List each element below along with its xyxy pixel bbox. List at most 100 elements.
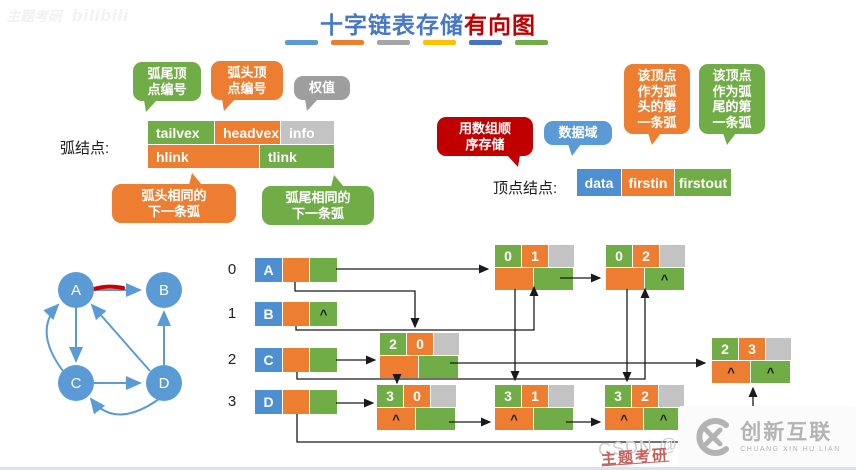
arc-hlink: ^	[712, 361, 750, 383]
vertex-firstin-cell	[283, 258, 309, 282]
arc-info	[431, 385, 456, 407]
arc-info	[549, 385, 574, 407]
vertex-row-A: A	[255, 258, 337, 282]
field-firstout: firstout	[675, 169, 731, 196]
vertex-firstin-cell	[283, 348, 309, 372]
arc-tlink: ^	[751, 361, 790, 383]
legend-bar	[377, 40, 410, 45]
arc-info	[549, 245, 574, 267]
title-main: 十字链表存储	[320, 12, 464, 38]
arc-headvex: 0	[407, 333, 433, 355]
chuangxin-logo-text: 创新互联 CHUANG XIN HU LIAN	[740, 422, 841, 453]
arc-info	[660, 245, 685, 267]
row-index: 2	[227, 351, 237, 368]
vertex-firstin-cell	[283, 390, 309, 414]
vertex-row-C: C	[255, 348, 337, 372]
arc-node-label: 弧结点:	[60, 140, 110, 157]
callout-same-head-next-arc: 弧头相同的 下一条弧	[112, 172, 236, 224]
arc-tailvex: 2	[380, 333, 406, 355]
arc-tlink	[534, 408, 573, 430]
player-progress-line	[0, 467, 856, 470]
edge-C-A	[43, 303, 64, 372]
vertex-node-label: 顶点结点:	[493, 180, 558, 197]
field-hlink: hlink	[148, 145, 259, 168]
arc-hlink: ^	[605, 408, 643, 430]
arrow-C-firstin	[296, 287, 650, 380]
logo-subtitle: CHUANG XIN HU LIAN	[740, 445, 841, 453]
legend-bar	[423, 40, 456, 45]
arc-tailvex: 3	[495, 385, 521, 407]
page-title: 十字链表存储有向图	[0, 6, 856, 40]
row-index: 0	[227, 261, 237, 278]
arc-node-bottom-row: hlink tlink	[148, 145, 334, 168]
watermark-top-left: 主题考研 bilibili	[6, 6, 129, 26]
vertex-data-cell: C	[255, 348, 282, 372]
arc-tailvex: 0	[495, 245, 521, 267]
arc-headvex: 2	[632, 385, 658, 407]
arc-headvex: 3	[739, 338, 765, 360]
arc-info	[434, 333, 459, 355]
vertex-row-D: D	[255, 390, 337, 414]
arc-tailvex: 2	[712, 338, 738, 360]
graph-node-B	[146, 272, 182, 308]
watermark-author-text: 主题考研	[6, 8, 62, 24]
arc-info	[766, 338, 791, 360]
callout-same-tail-next-arc: 弧尾相同的 下一条弧	[262, 174, 374, 226]
graph-edges	[43, 283, 171, 416]
row-index: 1	[227, 305, 237, 322]
graph-node-label: C	[71, 375, 82, 392]
logo-name: 创新互联	[740, 420, 833, 444]
author-watermark: 主题考研	[600, 446, 670, 469]
chuangxin-logo: 创新互联 CHUANG XIN HU LIAN	[678, 406, 856, 468]
legend-bar	[285, 40, 318, 45]
arc-headvex: 2	[633, 245, 659, 267]
arc-hlink: ^	[495, 408, 533, 430]
bilibili-logo: bilibili	[72, 6, 130, 25]
callout-tail-vertex-number: 弧尾顶 点编号	[133, 62, 201, 113]
arc-info	[659, 385, 684, 407]
field-info: info	[281, 121, 334, 144]
edge-D-A	[90, 303, 151, 372]
arc-hlink: ^	[377, 408, 415, 430]
arc-node-top-row: tailvex headvex info	[148, 121, 334, 144]
arc-hlink	[380, 356, 418, 378]
graph-node-label: A	[71, 282, 81, 299]
legend-bar	[331, 40, 364, 45]
arc-tlink	[534, 268, 573, 290]
arc-tlink: ^	[645, 268, 684, 290]
arc-headvex: 1	[522, 245, 548, 267]
arc-headvex: 1	[522, 385, 548, 407]
graph-node-label: D	[159, 375, 170, 392]
row-index: 3	[227, 393, 237, 410]
graph-node-C	[58, 365, 94, 401]
graph-node-A	[58, 272, 94, 308]
field-firstin: firstin	[622, 169, 674, 196]
vertex-data-cell: A	[255, 258, 282, 282]
callout-array-order: 用数组顺 序存储	[437, 117, 533, 168]
field-tailvex: tailvex	[148, 121, 214, 144]
legend-bar	[469, 40, 502, 45]
graph-nodes: A B C D	[58, 272, 182, 401]
arc-tlink	[416, 408, 455, 430]
field-headvex: headvex	[215, 121, 280, 144]
field-data: data	[577, 169, 621, 196]
vertex-data-cell: B	[255, 302, 282, 326]
legend-bar	[515, 40, 548, 45]
title-highlight: 有向图	[464, 12, 536, 38]
title-underline-bars	[285, 40, 548, 45]
vertex-firstout-cell	[310, 348, 337, 372]
arc-tlink	[419, 356, 458, 378]
arc-hlink	[495, 268, 533, 290]
highlight-edge-A-B	[92, 284, 125, 291]
callout-data-field: 数据域	[544, 121, 612, 156]
chuangxin-logo-icon	[696, 418, 730, 456]
edge-D-C	[89, 397, 160, 416]
